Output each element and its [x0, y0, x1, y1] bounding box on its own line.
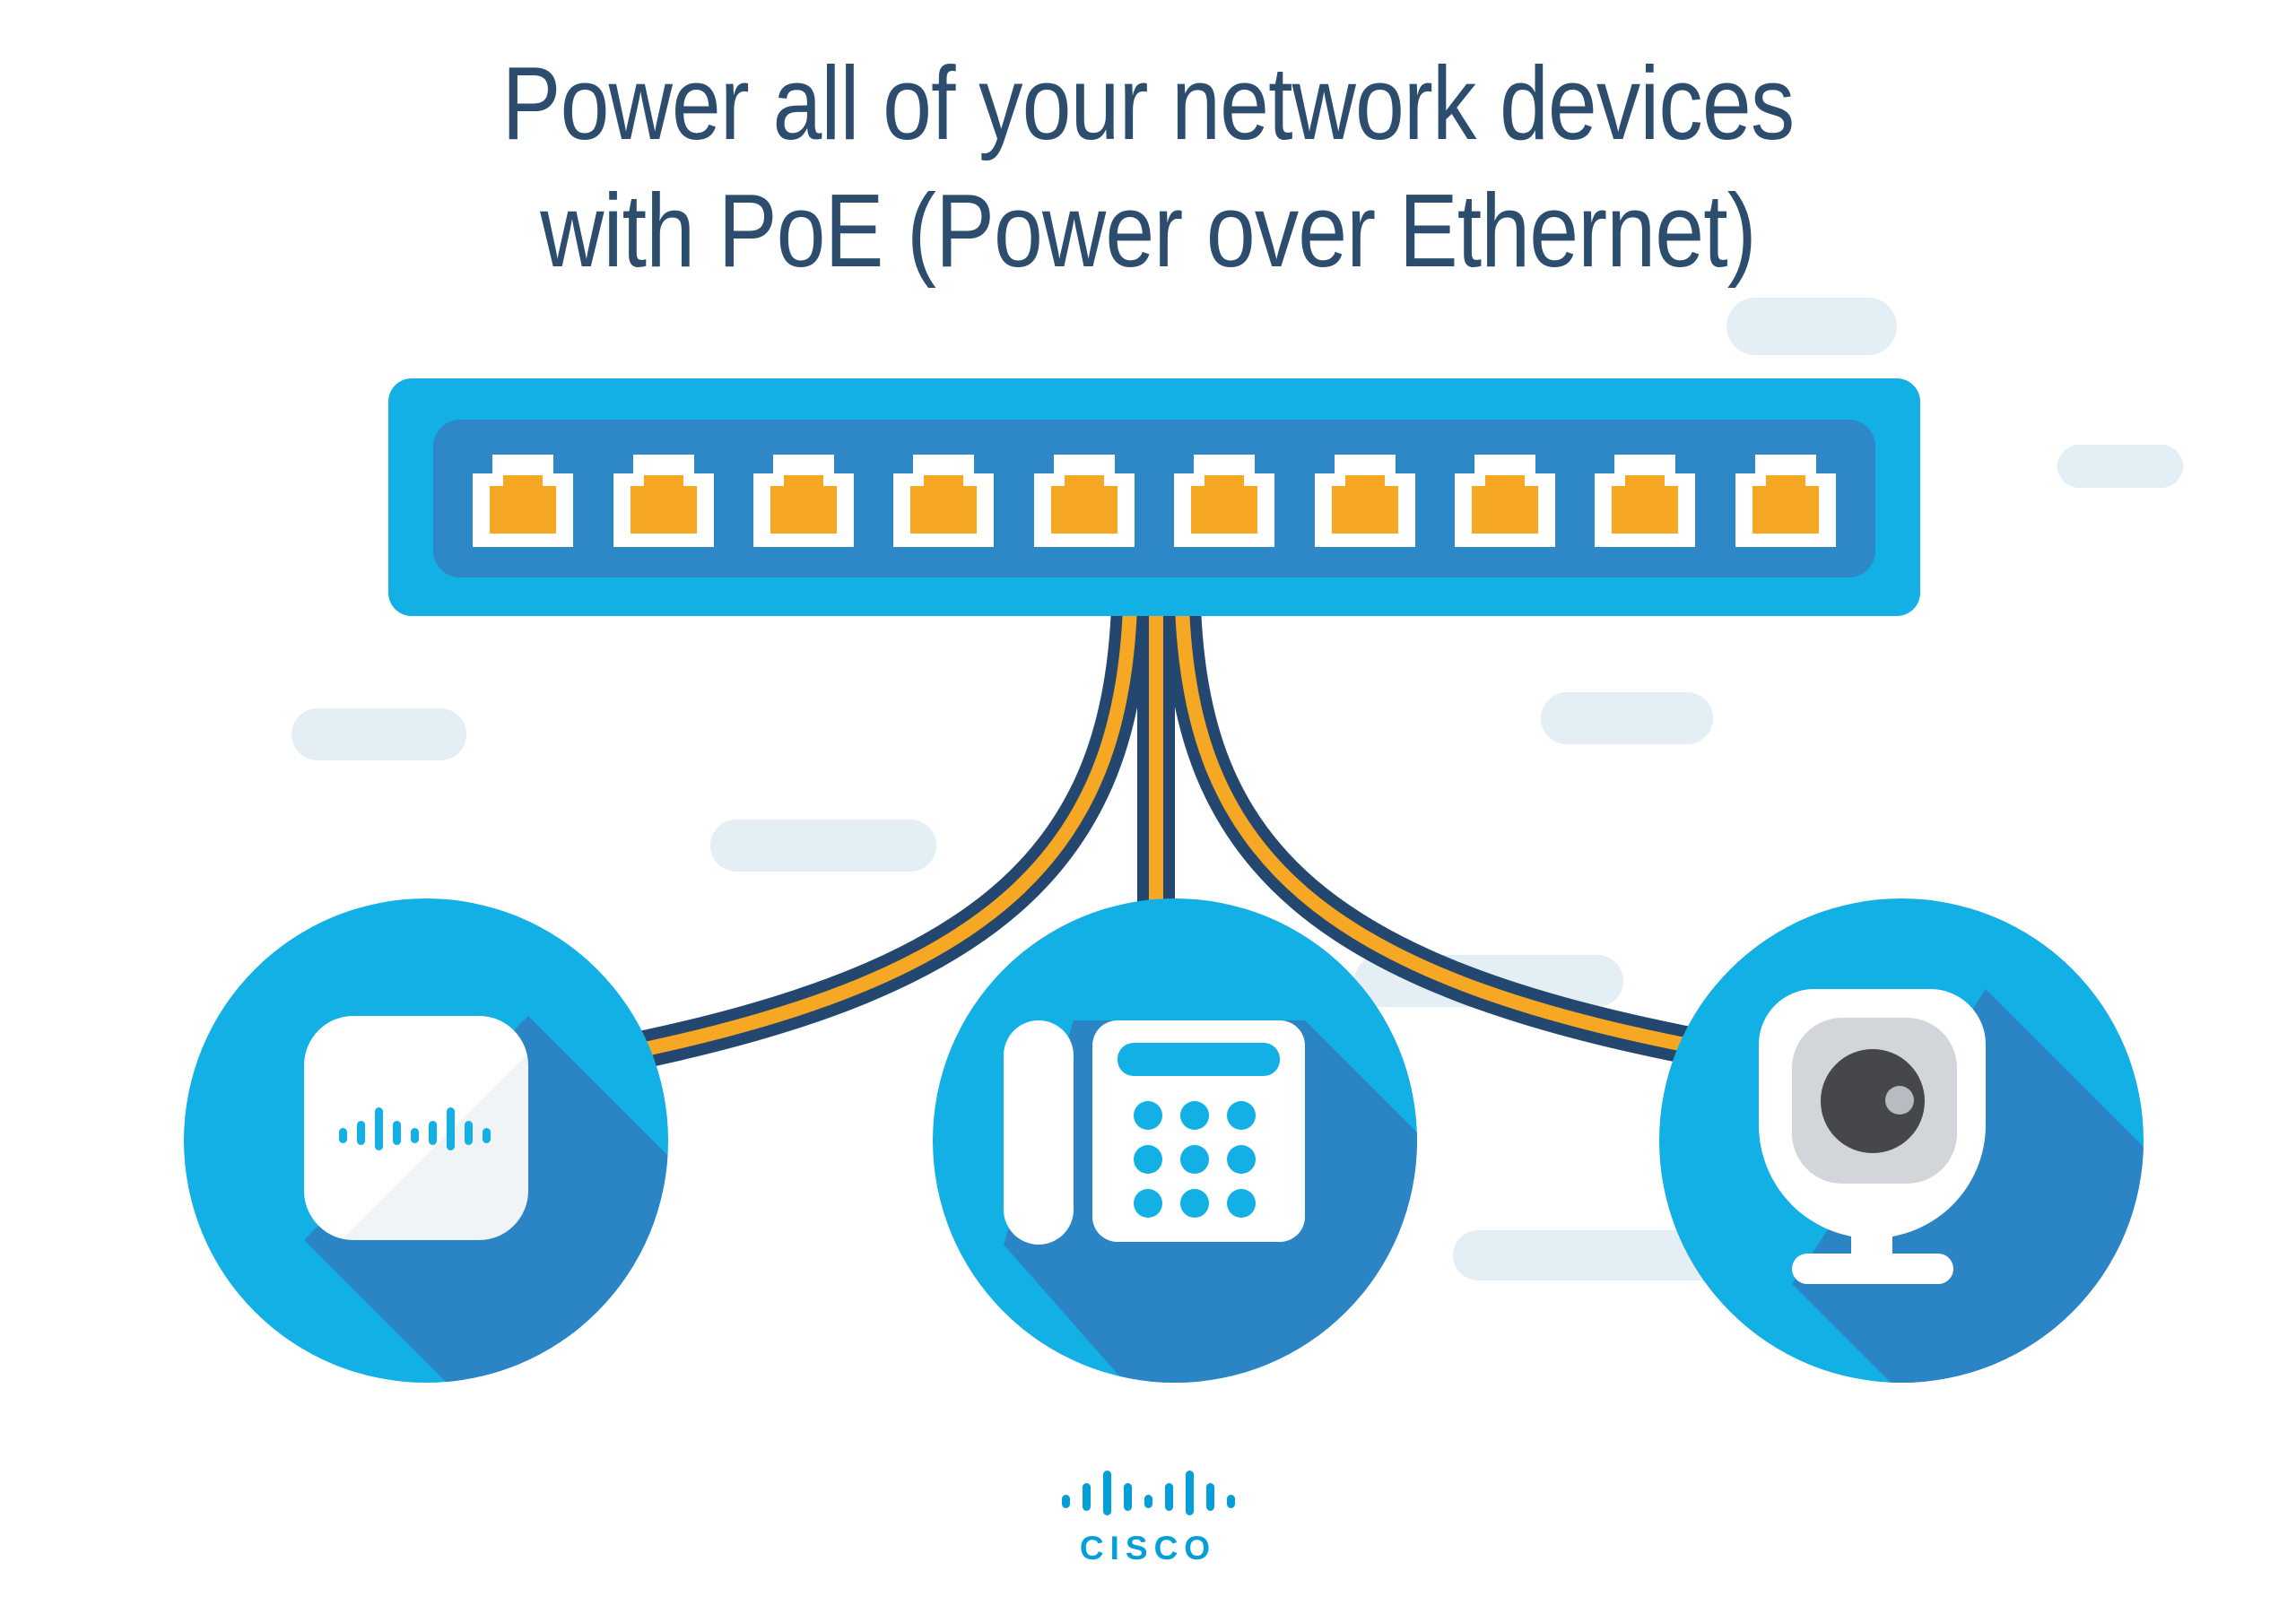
keypad-dot	[1180, 1101, 1209, 1130]
ethernet-port	[1033, 455, 1135, 547]
decor-pill	[710, 820, 936, 872]
ethernet-port	[473, 455, 574, 547]
ethernet-port	[1595, 455, 1696, 547]
port-connector-body	[1752, 486, 1819, 534]
ethernet-port	[893, 455, 995, 547]
port-connector-body	[1050, 486, 1118, 534]
poe-switch	[388, 378, 1920, 616]
keypad-dot	[1227, 1101, 1256, 1130]
phone-handset-icon	[1004, 1020, 1074, 1245]
ethernet-port	[1735, 455, 1836, 547]
cisco-logo-bar	[1082, 1483, 1091, 1511]
cable-stripe-orange	[626, 605, 1719, 1060]
ethernet-port	[1174, 455, 1275, 547]
ethernet-port	[1314, 455, 1415, 547]
keypad-dot	[1134, 1145, 1162, 1174]
ap-signal-bar	[357, 1121, 365, 1145]
ip-phone-icon	[1092, 1020, 1305, 1242]
device-circle-access-point	[184, 898, 668, 1383]
ethernet-port	[1454, 455, 1555, 547]
cisco-logo-bar	[1164, 1483, 1173, 1511]
decor-pill	[291, 708, 466, 760]
ap-signal-bar	[483, 1128, 491, 1143]
ethernet-port	[753, 455, 855, 547]
keypad-dot	[1180, 1145, 1209, 1174]
port-connector-body	[1471, 486, 1538, 534]
ap-signal-bar	[429, 1121, 437, 1145]
cisco-logo: CISCO	[0, 1471, 2296, 1567]
cable-stripe-camera	[1175, 605, 1719, 1058]
ap-signal-bar	[447, 1107, 455, 1150]
ap-signal-bar	[411, 1128, 419, 1143]
device-circle-security-camera	[1659, 898, 2144, 1383]
decor-pill	[1541, 692, 1713, 744]
decor-pill	[1726, 298, 1897, 355]
phone-screen	[1118, 1043, 1280, 1076]
ap-signal-bar	[465, 1121, 473, 1145]
switch-port-panel	[433, 420, 1875, 577]
title-line-2: with PoE (Power over Ethernet)	[540, 172, 1756, 289]
device-circle-ip-phone	[933, 898, 1417, 1383]
cisco-logo-bar	[1061, 1495, 1070, 1508]
keypad-dot	[1134, 1101, 1162, 1130]
cisco-logo-bar	[1144, 1495, 1152, 1508]
cisco-logo-bar	[1226, 1495, 1235, 1508]
ap-signal-bar	[393, 1121, 401, 1145]
port-connector-body	[630, 486, 697, 534]
keypad-dot	[1180, 1189, 1209, 1218]
cisco-logo-bars	[0, 1471, 2296, 1517]
keypad-dot	[1134, 1189, 1162, 1218]
cisco-logo-bar	[1185, 1471, 1194, 1515]
cisco-logo-bar	[1205, 1483, 1214, 1511]
cisco-logo-text: CISCO	[1079, 1530, 1217, 1566]
port-connector-body	[1612, 486, 1679, 534]
decor-pill	[2057, 445, 2183, 488]
port-connector-body	[490, 486, 557, 534]
port-connector-body	[910, 486, 978, 534]
camera-base	[1792, 1254, 1953, 1284]
ap-signal-bars	[339, 1107, 491, 1150]
keypad-dot	[1227, 1189, 1256, 1218]
ap-signal-bar	[375, 1107, 383, 1150]
ap-signal-bar	[339, 1128, 347, 1143]
cable-stripe-access-point	[626, 605, 1137, 1060]
port-connector-body	[1331, 486, 1398, 534]
phone-keypad	[1134, 1101, 1256, 1218]
camera-lens-glint	[1885, 1086, 1914, 1115]
title-line-1: Power all of your network devices	[501, 45, 1796, 161]
port-connector-body	[770, 486, 838, 534]
keypad-dot	[1227, 1145, 1256, 1174]
ethernet-port	[613, 455, 714, 547]
page-title: Power all of your network devices with P…	[0, 39, 2296, 294]
cisco-logo-bar	[1123, 1483, 1132, 1511]
cisco-logo-bar	[1102, 1471, 1111, 1515]
port-connector-body	[1191, 486, 1258, 534]
